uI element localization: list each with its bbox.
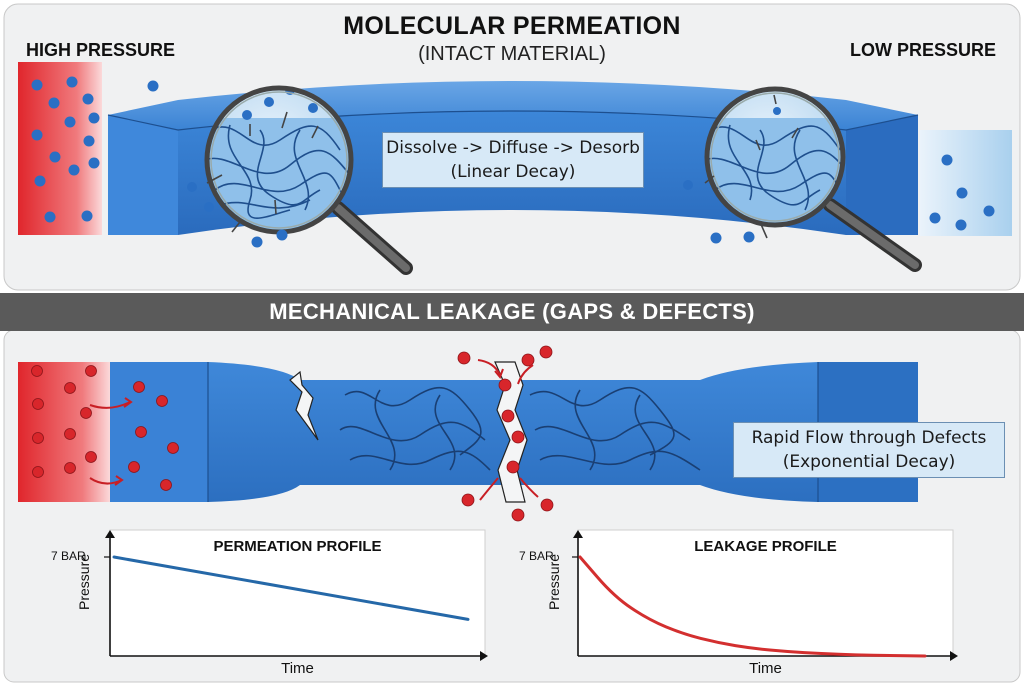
leak-arrows — [89, 359, 539, 501]
low-pressure-label: LOW PRESSURE — [850, 40, 997, 60]
permeation-x-axis-label: Time — [281, 660, 314, 677]
left-flow-arrows — [206, 174, 277, 233]
right-magnifier-icon — [704, 86, 922, 272]
leakage-x-axis-label: Time — [749, 660, 782, 677]
permeation-callout-line1: Dissolve -> Diffuse -> Desorb — [386, 138, 640, 158]
top-title: MOLECULAR PERMEATION — [343, 12, 681, 40]
leakage-y-tick-label: 7 BAR — [519, 549, 554, 563]
permeation-y-axis-label: Pressure — [76, 553, 92, 610]
high-pressure-zone — [18, 62, 102, 235]
main-defect-gap — [494, 361, 528, 503]
permeation-y-tick-label: 7 BAR — [51, 549, 86, 563]
right-escaping-molecules — [683, 180, 755, 244]
bottom-high-pressure-zone — [18, 362, 110, 502]
left-escaping-molecules — [187, 182, 288, 248]
leakage-banner-title: MECHANICAL LEAKAGE (GAPS & DEFECTS) — [269, 299, 755, 324]
leaking-molecules — [31, 345, 554, 522]
polymer-chains — [339, 386, 701, 471]
left-magnifier-icon — [204, 85, 413, 275]
leakage-callout-line2: (Exponential Decay) — [782, 452, 956, 472]
permeation-callout-line2: (Linear Decay) — [450, 162, 576, 182]
permeation-callout: Dissolve -> Diffuse -> Desorb (Linear De… — [382, 132, 644, 188]
leakage-series-line — [578, 555, 927, 658]
permeation-profile-chart — [104, 529, 488, 661]
low-pressure-molecules — [929, 154, 995, 231]
permeation-chart-title: PERMEATION PROFILE — [213, 538, 382, 555]
leakage-callout-line1: Rapid Flow through Defects — [751, 428, 987, 448]
leakage-x-arrowhead — [950, 651, 958, 661]
high-pressure-molecules — [31, 76, 159, 223]
leakage-banner-bg — [0, 293, 1024, 331]
permeation-y-arrowhead — [105, 530, 115, 538]
permeation-chart-bg — [109, 529, 486, 657]
high-pressure-label: HIGH PRESSURE — [26, 40, 176, 60]
leakage-callout: Rapid Flow through Defects (Exponential … — [733, 422, 1005, 478]
permeation-series-line — [112, 555, 470, 621]
leakage-profile-chart — [572, 529, 958, 661]
permeation-x-arrowhead — [480, 651, 488, 661]
right-flow-arrows — [704, 175, 768, 239]
leakage-y-axis-label: Pressure — [546, 553, 562, 610]
top-subtitle: (INTACT MATERIAL) — [418, 43, 606, 65]
leakage-chart-title: LEAKAGE PROFILE — [694, 538, 837, 555]
leakage-chart-bg — [577, 529, 954, 657]
leakage-y-arrowhead — [573, 530, 583, 538]
small-crack — [289, 370, 319, 441]
